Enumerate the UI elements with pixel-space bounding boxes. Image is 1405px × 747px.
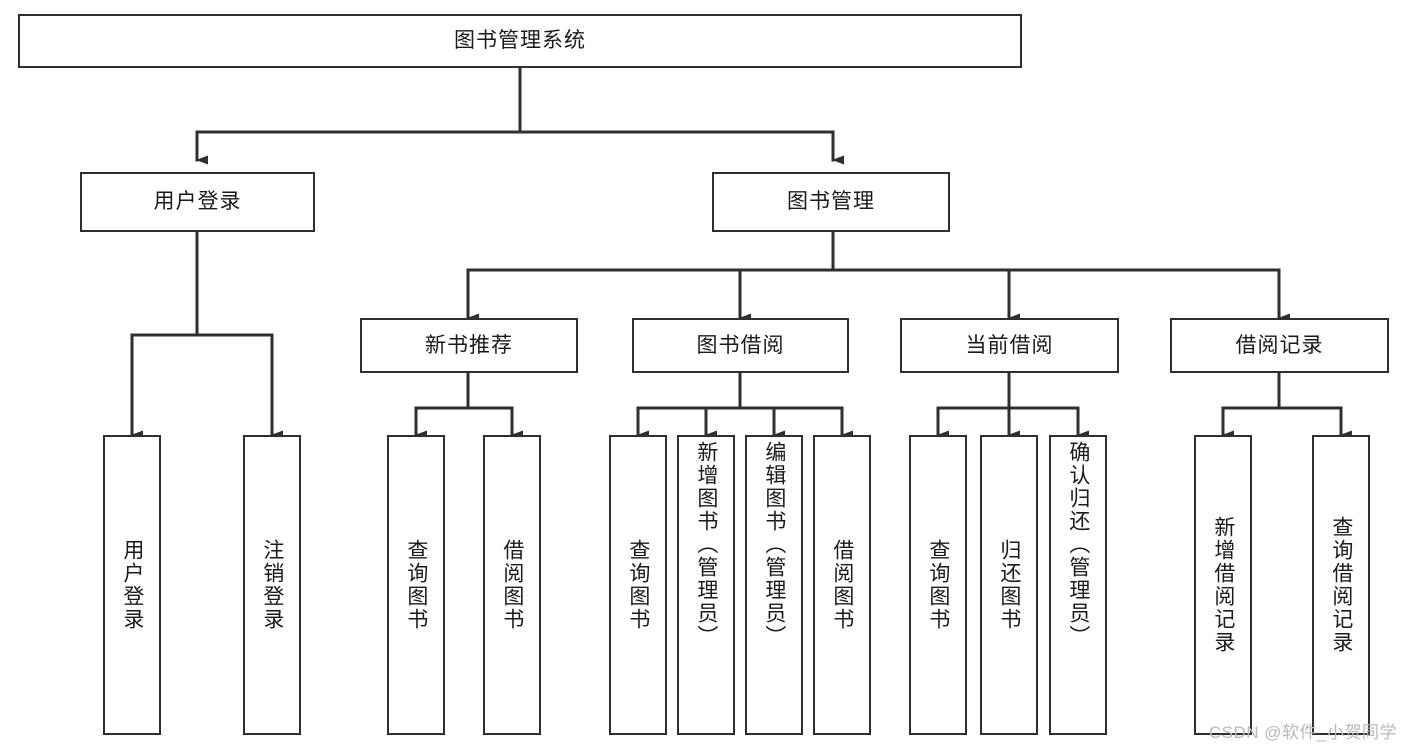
node-leaf-logout-label: 注销登录 [260, 539, 284, 631]
node-leaf-borrow-book-1-label: 借阅图书 [500, 539, 524, 631]
node-leaf-logout[interactable]: 注销登录 [243, 435, 301, 735]
node-root[interactable]: 图书管理系统 [18, 14, 1022, 68]
node-leaf-edit-book-label: 编辑图书（管理员） [762, 441, 786, 648]
node-borrow-record-label: 借阅记录 [1235, 333, 1324, 357]
node-leaf-add-record[interactable]: 新增借阅记录 [1194, 435, 1252, 735]
node-user-login[interactable]: 用户登录 [80, 172, 315, 232]
node-leaf-query-book-2-label: 查询图书 [626, 539, 650, 631]
node-leaf-user-login-label: 用户登录 [120, 539, 144, 631]
node-leaf-add-book[interactable]: 新增图书（管理员） [677, 435, 735, 735]
node-current-borrow-label: 当前借阅 [965, 333, 1054, 357]
node-user-login-label: 用户登录 [153, 190, 242, 214]
node-leaf-query-book-1-label: 查询图书 [404, 539, 428, 631]
node-leaf-return-book-label: 归还图书 [997, 539, 1021, 631]
node-leaf-query-record[interactable]: 查询借阅记录 [1312, 435, 1370, 735]
node-leaf-borrow-book-2-label: 借阅图书 [830, 539, 854, 631]
node-leaf-add-book-label: 新增图书（管理员） [694, 441, 718, 648]
node-leaf-borrow-book-1[interactable]: 借阅图书 [483, 435, 541, 735]
node-leaf-user-login[interactable]: 用户登录 [103, 435, 161, 735]
node-borrow-record[interactable]: 借阅记录 [1170, 318, 1389, 373]
node-current-borrow[interactable]: 当前借阅 [900, 318, 1119, 373]
node-book-borrow[interactable]: 图书借阅 [632, 318, 849, 373]
node-leaf-add-record-label: 新增借阅记录 [1211, 516, 1235, 654]
node-leaf-confirm-return-label: 确认归还（管理员） [1066, 441, 1090, 648]
node-book-borrow-label: 图书借阅 [696, 333, 785, 357]
node-leaf-confirm-return[interactable]: 确认归还（管理员） [1049, 435, 1107, 735]
node-new-book-rec-label: 新书推荐 [425, 333, 513, 357]
node-new-book-rec[interactable]: 新书推荐 [360, 318, 578, 373]
node-leaf-query-book-2[interactable]: 查询图书 [609, 435, 667, 735]
node-root-label: 图书管理系统 [454, 29, 586, 53]
node-leaf-query-book-3[interactable]: 查询图书 [909, 435, 967, 735]
node-leaf-query-book-3-label: 查询图书 [926, 539, 950, 631]
node-leaf-query-record-label: 查询借阅记录 [1329, 516, 1353, 654]
node-book-manage[interactable]: 图书管理 [712, 172, 950, 232]
node-leaf-return-book[interactable]: 归还图书 [980, 435, 1038, 735]
node-leaf-edit-book[interactable]: 编辑图书（管理员） [745, 435, 803, 735]
node-leaf-query-book-1[interactable]: 查询图书 [387, 435, 445, 735]
node-book-manage-label: 图书管理 [787, 190, 875, 214]
node-leaf-borrow-book-2[interactable]: 借阅图书 [813, 435, 871, 735]
